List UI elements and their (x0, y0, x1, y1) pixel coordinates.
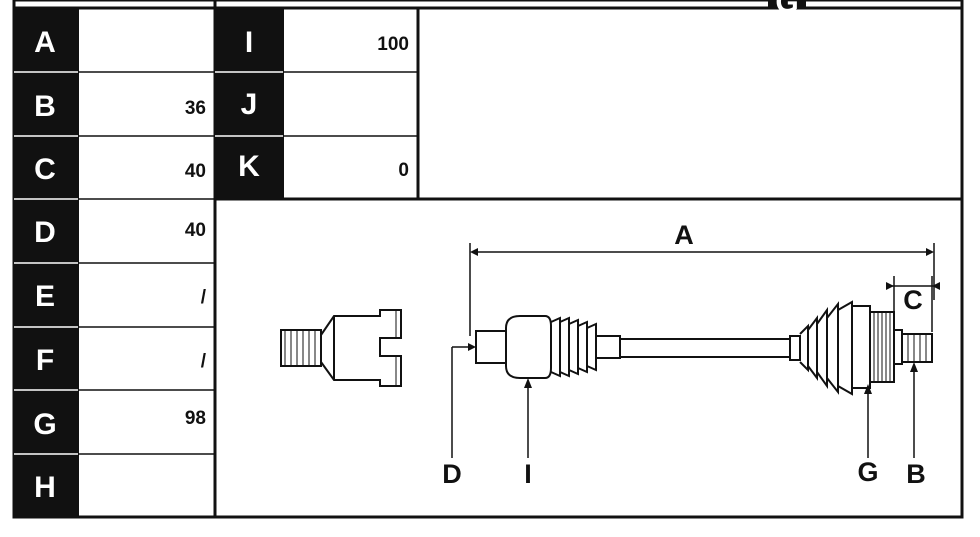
param-value-d: 40 (185, 220, 206, 241)
dim-label-a: A (674, 220, 694, 250)
param-label-f: F (36, 344, 54, 377)
drive-shaft-drawing (280, 243, 940, 458)
param-value-c: 40 (185, 161, 206, 182)
header-badge-letter: G (775, 0, 798, 19)
callout-label-b: B (906, 459, 926, 489)
param-value-g: 98 (185, 408, 206, 429)
dim-label-c: C (903, 285, 923, 315)
dimension-a (469, 243, 935, 336)
mid-param-table: I J K 100 0 (215, 8, 962, 201)
callout-label-g: G (857, 457, 878, 487)
param-value-b: 36 (185, 98, 206, 119)
mid-label-column (215, 8, 283, 199)
dimension-c (886, 276, 940, 332)
param-label-a: A (34, 26, 56, 59)
inner-joint-detail (280, 309, 402, 387)
param-label-k: K (238, 150, 260, 183)
param-value-i: 100 (377, 34, 409, 55)
param-label-i: I (245, 26, 253, 59)
callout-lines (451, 343, 918, 458)
param-value-e: / (201, 287, 207, 308)
header-badge (768, 0, 806, 8)
param-value-f: / (201, 351, 207, 372)
callout-label-i: I (524, 459, 532, 489)
drive-shaft (475, 300, 933, 396)
param-label-b: B (34, 90, 56, 123)
sheet-frame (12, 0, 964, 519)
param-label-g: G (33, 408, 56, 441)
param-label-j: J (241, 88, 258, 121)
param-label-d: D (34, 216, 56, 249)
param-label-h: H (34, 471, 56, 504)
left-param-table: A B C D E F G H 36 40 40 / / 98 (14, 8, 217, 517)
param-value-k: 0 (398, 160, 409, 181)
callout-label-d: D (442, 459, 462, 489)
param-label-e: E (35, 280, 55, 313)
param-label-c: C (34, 153, 56, 186)
